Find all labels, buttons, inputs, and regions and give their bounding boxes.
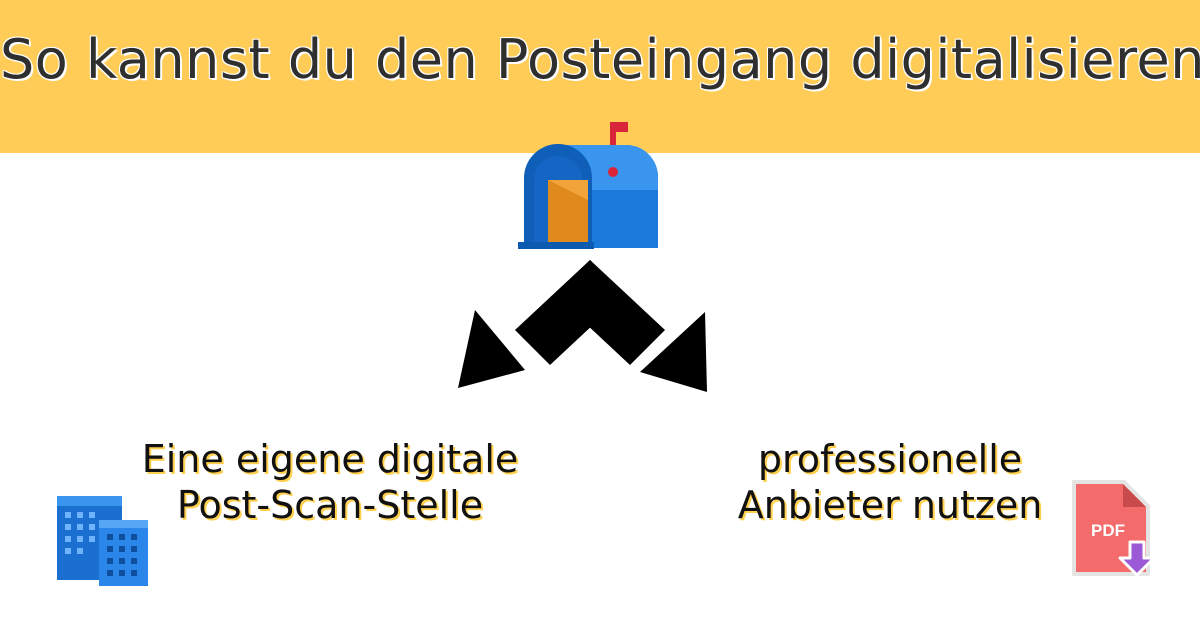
option-right-line-2: Anbieter nutzen <box>737 483 1043 527</box>
pdf-label: PDF <box>1091 521 1125 540</box>
mailbox-icon <box>518 122 658 249</box>
option-right-line-1: professionelle <box>757 437 1023 481</box>
branch-arrows <box>458 260 707 392</box>
pdf-download-icon: PDF <box>1072 480 1156 577</box>
title-banner: So kannst du den Posteingang digitalisie… <box>0 0 1200 153</box>
left-arrowhead <box>458 310 525 388</box>
page-title: So kannst du den Posteingang digitalisie… <box>0 28 1200 91</box>
office-buildings-icon <box>57 496 148 586</box>
option-own-scan-station: Eine eigene digitale Post-Scan-Stelle <box>130 436 530 528</box>
option-professional-provider: professionelle Anbieter nutzen <box>715 436 1065 528</box>
right-arrowhead <box>640 312 707 392</box>
option-left-line-1: Eine eigene digitale <box>141 437 519 481</box>
option-left-line-2: Post-Scan-Stelle <box>176 483 484 527</box>
